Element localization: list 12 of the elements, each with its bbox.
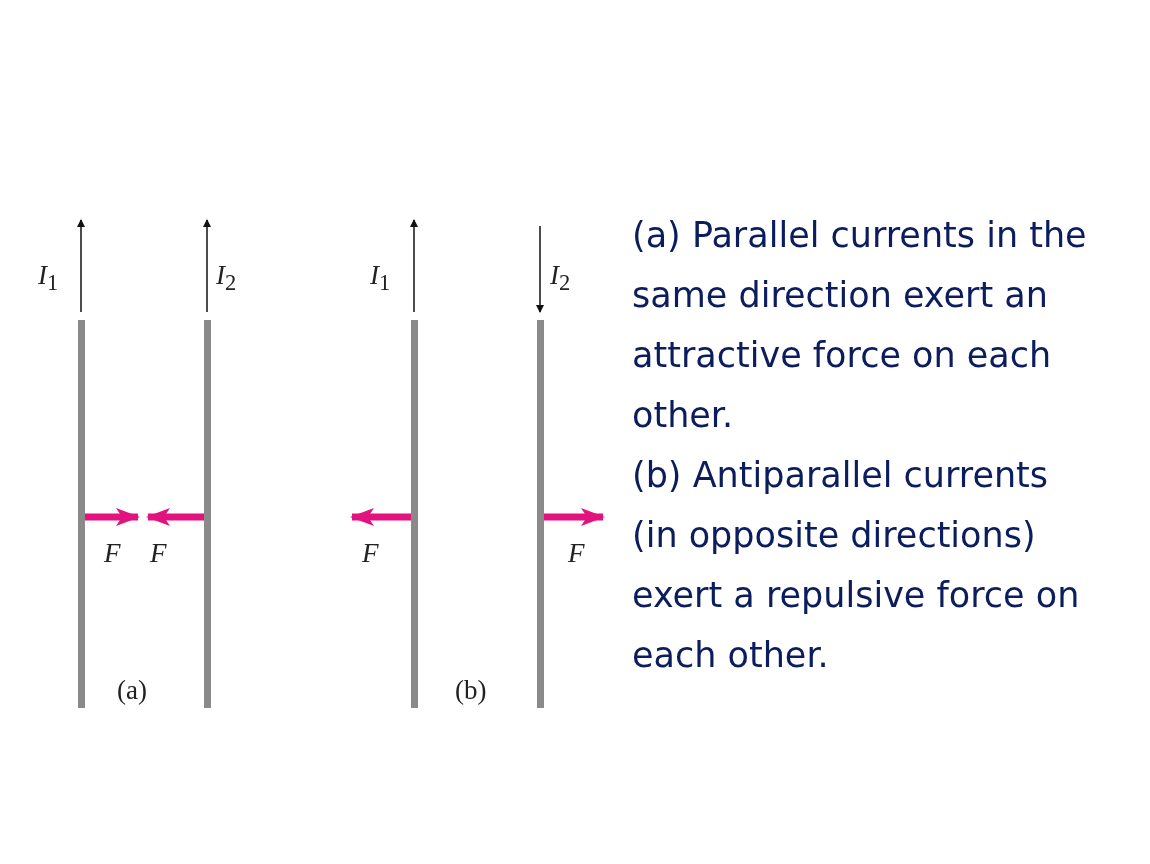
force-label: F [568, 540, 585, 567]
caption-paragraph: (a) Parallel currents in the same direction exert an attractive force on each other. [632, 214, 1088, 437]
panel-label: (a) [117, 677, 147, 704]
current-label: I$_{2}$ [550, 262, 571, 295]
force-label: F [362, 540, 379, 567]
panel-label: (b) [455, 677, 487, 704]
force-label: F [104, 540, 121, 567]
force-label: F [150, 540, 167, 567]
caption-paragraph: (b) Antiparallel currents (in opposite directions) exert a repulsive force on each other. [632, 454, 1081, 677]
current-label: I$_{1}$ [38, 262, 59, 295]
current-label: I$_{1}$ [370, 262, 391, 295]
current-label: I$_{2}$ [216, 262, 237, 295]
